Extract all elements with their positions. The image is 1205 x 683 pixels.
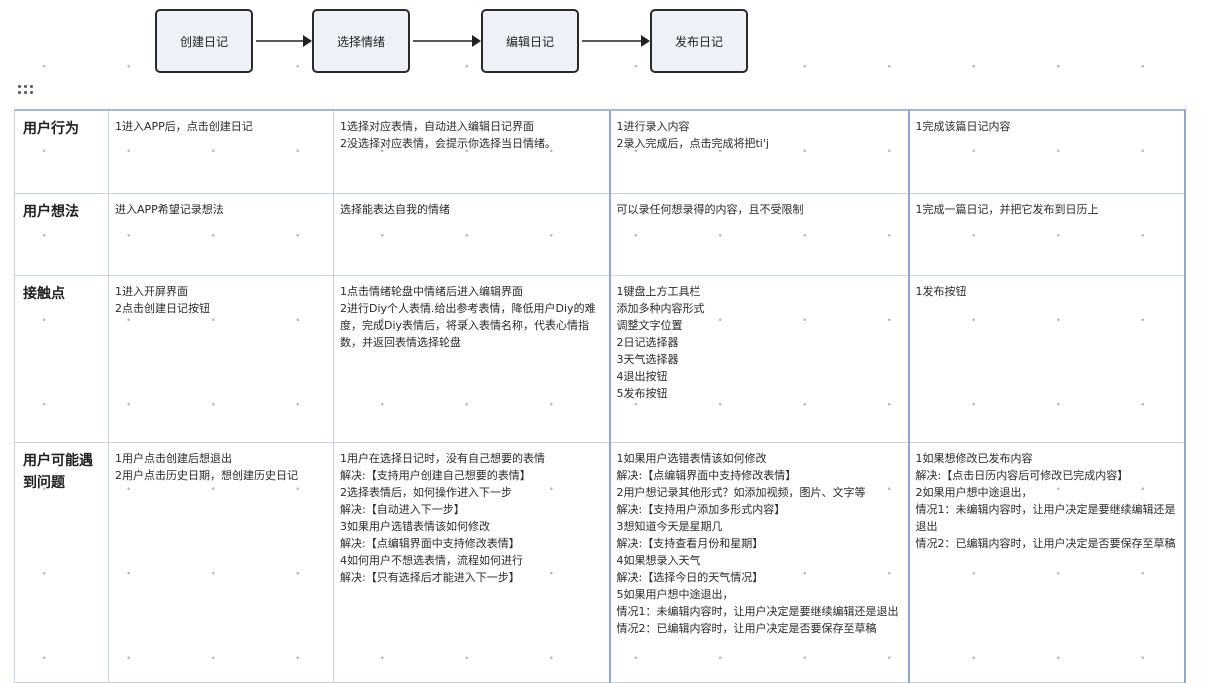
- cell-text-line: 4如何用户不想选表情，流程如何进行: [340, 553, 523, 567]
- cell-text-line: 1键盘上方工具栏: [616, 284, 701, 298]
- cell-text-line: 情况1：未编辑内容时，让用户决定是要继续编辑还是退出: [915, 502, 1176, 533]
- table-cell[interactable]: 1进入开屏界面 2点击创建日记按钮: [108, 274, 334, 443]
- table-cell[interactable]: 1完成一篇日记，并把它发布到日历上: [908, 192, 1186, 276]
- row-possible-problems: 用户可能遇到问题 1用户点击创建后想退出 2用户点击历史日期，想创建历史日记 1用户在…: [14, 441, 1186, 683]
- cell-text-line: 1进行录入内容: [616, 120, 690, 133]
- flow-step-publish-diary[interactable]: 发布日记: [650, 9, 748, 73]
- cell-text-line: 解决:【支持用户创建自己想要的表情】: [340, 468, 531, 482]
- drag-handle-icon[interactable]: [18, 85, 38, 97]
- flow-step-edit-diary[interactable]: 编辑日记: [481, 9, 579, 73]
- cell-text-line: 解决:【只有选择后才能进入下一步】: [340, 570, 520, 584]
- cell-text-line: 情况2：已编辑内容时，让用户决定是否要保存至草稿: [616, 621, 877, 635]
- cell-text-line: 1进入APP后，点击创建日记: [115, 120, 253, 133]
- row-user-behavior: 用户行为 1进入APP后，点击创建日记 1选择对应表情，自动进入编辑日记界面 2没选择…: [14, 109, 1186, 194]
- cell-text-line: 1完成一篇日记，并把它发布到日历上: [915, 202, 1099, 216]
- cell-text-line: 情况1：未编辑内容时，让用户决定是要继续编辑还是退出: [616, 604, 899, 618]
- row-header[interactable]: 用户行为: [14, 109, 109, 194]
- cell-text-line: 1点击情绪轮盘中情绪后进入编辑界面: [340, 284, 523, 298]
- flow-step-select-mood[interactable]: 选择情绪: [312, 9, 410, 73]
- table-cell[interactable]: 1选择对应表情，自动进入编辑日记界面 2没选择对应表情，会提示你选择当日情绪。: [333, 109, 610, 194]
- cell-text-line: 1发布按钮: [915, 284, 967, 298]
- cell-text-line: 解决:【点击日历内容后可修改已完成内容】: [915, 468, 1129, 482]
- cell-text-line: 解决:【支持用户添加多形式内容】: [616, 502, 786, 516]
- cell-text-line: 1用户点击创建后想退出: [115, 451, 232, 465]
- row-touchpoints: 接触点 1进入开屏界面 2点击创建日记按钮 1点击情绪轮盘中情绪后进入编辑界面 2进行D…: [14, 274, 1186, 443]
- flow-arrow: [582, 35, 650, 47]
- cell-text-line: 1完成该篇日记内容: [915, 120, 1011, 133]
- cell-text-line: 3想知道今天是星期几: [616, 519, 723, 533]
- table-cell[interactable]: 1用户在选择日记时，没有自己想要的表情解决:【支持用户创建自己想要的表情】 2选择…: [333, 441, 610, 683]
- cell-text-line: 2点击创建日记按钮: [115, 301, 210, 315]
- cell-text-line: 调整文字位置: [616, 318, 683, 332]
- flow-arrow: [256, 35, 312, 47]
- cell-text-line: 1进入开屏界面: [115, 284, 188, 298]
- cell-text-line: 2日记选择器: [616, 335, 679, 349]
- cell-text-line: 5如果用户想中途退出，: [616, 587, 734, 601]
- row-header[interactable]: 用户想法: [14, 192, 109, 276]
- cell-text-line: 3如果用户选错表情该如何修改: [340, 519, 490, 533]
- cell-text-line: 解决:【选择今日的天气情况】: [616, 570, 764, 584]
- cell-text-line: 进入APP希望记录想法: [115, 202, 224, 216]
- cell-text-line: 2没选择对应表情，会提示你选择当日情绪。: [340, 137, 556, 150]
- table-cell[interactable]: 可以录任何想录得的内容，且不受限制: [608, 192, 910, 276]
- table-cell[interactable]: 1键盘上方工具栏添加多种内容形式调整文字位置 2日记选择器 3天气选择器 4退出按钮 5…: [608, 274, 910, 443]
- cell-text-line: 情况2：已编辑内容时，让用户决定是否要保存至草稿: [915, 536, 1176, 550]
- cell-text-line: 3天气选择器: [616, 352, 679, 366]
- cell-text-line: 添加多种内容形式: [616, 301, 705, 315]
- cell-text-line: 解决:【点编辑界面中支持修改表情】: [616, 468, 797, 482]
- cell-text-line: 2录入完成后，点击完成将把ti'j: [616, 137, 769, 150]
- cell-text-line: 1用户在选择日记时，没有自己想要的表情: [340, 451, 545, 465]
- table-cell[interactable]: 1完成该篇日记内容: [908, 109, 1186, 194]
- row-header[interactable]: 用户可能遇到问题: [14, 441, 109, 683]
- cell-text-line: 2选择表情后，如何操作进入下一步: [340, 485, 512, 499]
- cell-text-line: 5发布按钮: [616, 386, 668, 400]
- table-cell[interactable]: 1如果想修改已发布内容解决:【点击日历内容后可修改已完成内容】 2如果用户想中途退…: [908, 441, 1186, 683]
- table-cell[interactable]: 进入APP希望记录想法: [108, 192, 334, 276]
- cell-text-line: 可以录任何想录得的内容，且不受限制: [616, 202, 804, 216]
- cell-text-line: 1如果用户选错表情该如何修改: [616, 451, 767, 465]
- table-cell[interactable]: 1点击情绪轮盘中情绪后进入编辑界面 2进行Diy个人表情.给出参考表情，降低用户D…: [333, 274, 610, 443]
- table-cell[interactable]: 选择能表达自我的情绪: [333, 192, 610, 276]
- cell-text-line: 4如果想录入天气: [616, 553, 701, 567]
- flow-step-create-diary[interactable]: 创建日记: [155, 9, 253, 73]
- table-cell[interactable]: 1用户点击创建后想退出 2用户点击历史日期，想创建历史日记: [108, 441, 334, 683]
- cell-text-line: 解决:【支持查看月份和星期】: [616, 536, 764, 550]
- table-cell[interactable]: 1如果用户选错表情该如何修改解决:【点编辑界面中支持修改表情】 2用户想记录其他形…: [608, 441, 910, 683]
- cell-text-line: 4退出按钮: [616, 369, 668, 383]
- row-header[interactable]: 接触点: [14, 274, 109, 443]
- table-cell[interactable]: 1进行录入内容 2录入完成后，点击完成将把ti'j: [608, 109, 910, 194]
- flow-arrow: [413, 35, 481, 47]
- cell-text-line: 选择能表达自我的情绪: [340, 202, 450, 216]
- row-user-thoughts: 用户想法进入APP希望记录想法 选择能表达自我的情绪 可以录任何想录得的内容，且不受…: [14, 192, 1186, 276]
- cell-text-line: 1如果想修改已发布内容: [915, 451, 1033, 465]
- table-cell[interactable]: 1发布按钮: [908, 274, 1186, 443]
- cell-text-line: 2用户点击历史日期，想创建历史日记: [115, 468, 298, 482]
- user-journey-table: 用户行为 1进入APP后，点击创建日记 1选择对应表情，自动进入编辑日记界面 2没选择…: [14, 109, 1186, 683]
- cell-text-line: 2用户想记录其他形式？如添加视频，图片、文字等: [616, 485, 866, 499]
- cell-text-line: 1选择对应表情，自动进入编辑日记界面: [340, 120, 534, 133]
- cell-text-line: 解决:【点编辑界面中支持修改表情】: [340, 536, 520, 550]
- cell-text-line: 2如果用户想中途退出，: [915, 485, 1033, 499]
- table-cell[interactable]: 1进入APP后，点击创建日记: [108, 109, 334, 194]
- cell-text-line: 解决:【自动进入下一步】: [340, 502, 465, 516]
- cell-text-line: 2进行Diy个人表情.给出参考表情，降低用户Diy的难度，完成Diy表情后，将录…: [340, 301, 596, 349]
